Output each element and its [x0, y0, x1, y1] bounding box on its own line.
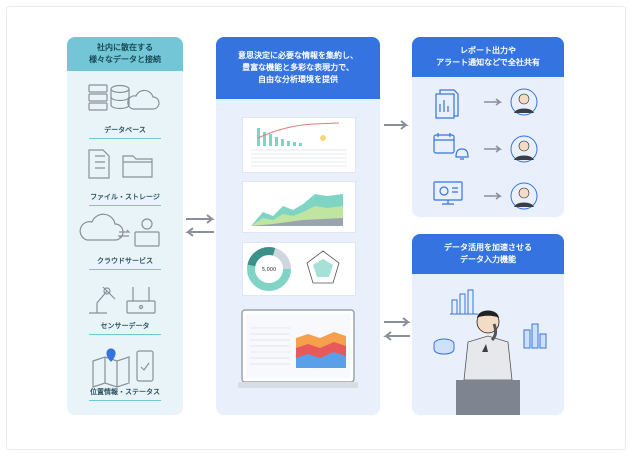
chart-thumb-donut-radar: 5,000 — [242, 242, 356, 296]
calendar-bell-icon — [433, 133, 469, 160]
arrow-report-person-2 — [484, 145, 503, 153]
database-cloud-icon — [88, 84, 160, 111]
3d-bar-icon — [523, 323, 547, 349]
data-input-title: データ活用を加速させる データ入力機能 — [412, 234, 564, 274]
arrow-report-person-1 — [484, 98, 503, 106]
chart-thumb-combo — [242, 117, 356, 173]
sharing-panel: レポート出力や アラート通知などで全社共有 — [412, 37, 564, 217]
donut-radar-icon: 5,000 — [247, 247, 340, 291]
source-label-sensor-data: センサーデータ — [73, 321, 177, 335]
source-label-file-storage: ファイル・ストレージ — [73, 192, 177, 206]
sensor-robot-icon — [89, 286, 156, 314]
arrow-report-person-3 — [484, 192, 503, 200]
laptop-dashboard-icon — [238, 309, 358, 388]
arrow-to-report — [384, 120, 409, 130]
data-sources-icons — [79, 84, 160, 388]
sharing-icons — [433, 88, 538, 210]
person-businessman-icon — [510, 135, 538, 163]
person-young-icon — [510, 182, 538, 210]
monitor-chart-icon — [433, 181, 463, 205]
file-folder-icon — [88, 149, 153, 179]
sharing-title: レポート出力や アラート通知などで全社共有 — [412, 37, 564, 77]
source-label-location-status: 位置情報・ステータス — [73, 387, 177, 401]
combo-chart-icon — [251, 122, 347, 167]
location-phone-icon — [92, 348, 154, 388]
pie-chart-icon — [433, 338, 455, 355]
person-elderly-icon — [510, 88, 538, 116]
analysis-title: 意思決定に必要な情報を集約し、 豊富な機能と多彩な表現力で、 自由な分析環境を提… — [216, 37, 380, 99]
chart-thumb-area — [242, 181, 356, 233]
bar-chart-icon — [450, 289, 478, 315]
area-chart-icon — [251, 194, 343, 226]
bidirectional-arrow-left — [185, 214, 215, 237]
thinking-person-icon — [456, 310, 520, 415]
source-label-cloud-service: クラウドサービス — [73, 256, 177, 270]
report-document-icon — [435, 89, 459, 119]
source-label-database: データベース — [73, 125, 177, 139]
data-input-illustration — [433, 289, 547, 415]
data-sources-title: 社内に散在する 様々なデータと接続 — [67, 37, 183, 71]
donut-label: 5,000 — [262, 267, 276, 273]
cloud-service-icon — [79, 213, 160, 247]
bidirectional-arrow-right — [383, 317, 411, 341]
